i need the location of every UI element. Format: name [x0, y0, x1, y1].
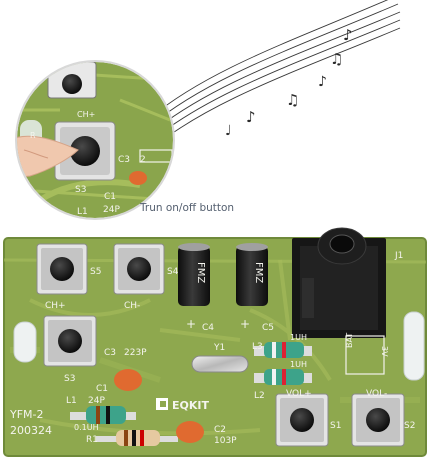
- label-l3-value: 1UH: [290, 333, 307, 342]
- label-c4-plus: +: [186, 317, 196, 331]
- svg-text:♪: ♪: [318, 74, 327, 90]
- label-l1-value: 0.1UH: [74, 423, 99, 432]
- led-right: [403, 311, 425, 381]
- ceramic-capacitor-c1: [114, 369, 142, 391]
- zoom-c1-value: 24P: [103, 205, 120, 215]
- capacitor-c5: FMZ: [236, 243, 268, 306]
- zoom-c1-label: C1: [104, 192, 116, 202]
- eqkit-logo-icon: [156, 398, 168, 410]
- zoom-inset: CH+ S3 C3 2 C1 24P L1 R: [15, 60, 175, 220]
- caption-text: Trun on/off button: [140, 202, 235, 214]
- label-s4: S4: [167, 267, 179, 277]
- label-vol-minus: VOL-: [366, 389, 387, 399]
- capacitor-c5-print: FMZ: [253, 262, 264, 283]
- label-c2: C2: [214, 425, 226, 435]
- label-c5-plus: +: [240, 317, 250, 331]
- capacitor-c4: FMZ: [178, 243, 210, 306]
- label-bat: BAT: [345, 333, 354, 348]
- button-s5-ch-plus: [36, 243, 88, 295]
- label-vol-plus: VOL+: [286, 389, 312, 399]
- zoom-c3-value: 2: [140, 155, 146, 165]
- label-l2-value: 1UH: [290, 360, 307, 369]
- svg-text:♫: ♫: [286, 91, 299, 109]
- label-l1: L1: [66, 396, 77, 406]
- zoom-led-label: R: [30, 131, 36, 140]
- label-s1: S1: [330, 421, 341, 431]
- zoom-s3-label: S3: [75, 185, 86, 195]
- inductor-l2: [254, 369, 312, 385]
- headphone-jack-j1: [292, 227, 386, 338]
- label-bat-voltage: 3V: [380, 346, 389, 357]
- inductor-l1: [70, 406, 136, 424]
- label-s2: S2: [404, 421, 415, 431]
- crystal-y1: [191, 355, 249, 373]
- capacitor-c4-print: FMZ: [195, 262, 206, 283]
- zoom-l1-label: L1: [77, 207, 88, 217]
- label-s5: S5: [90, 267, 101, 277]
- button-s4-ch-minus: [113, 243, 165, 295]
- model-label: YFM-2: [9, 408, 44, 421]
- label-y1: Y1: [213, 343, 225, 353]
- battery-pad-outline: [345, 335, 385, 375]
- button-s3-power: [43, 315, 97, 367]
- label-c3: C3: [104, 348, 116, 358]
- button-s1-vol-plus: [275, 393, 329, 447]
- svg-text:♪: ♪: [343, 26, 353, 44]
- brand-logo: EQKIT: [172, 399, 209, 412]
- zoom-c3-label: C3: [118, 155, 130, 165]
- led-left: [13, 321, 37, 363]
- zoom-ch-plus-label: CH+: [77, 110, 95, 119]
- label-c1-value: 24P: [88, 396, 105, 406]
- label-c3-value: 223P: [124, 348, 147, 358]
- label-l2: L2: [254, 391, 265, 401]
- label-s3: S3: [64, 374, 75, 384]
- label-l3: L3: [252, 342, 263, 352]
- button-s2-vol-minus: [351, 393, 405, 447]
- label-c5: C5: [262, 323, 274, 333]
- music-staff-decoration: [149, 0, 401, 151]
- date-code-label: 200324: [10, 424, 52, 437]
- label-ch-plus: CH+: [45, 301, 66, 311]
- music-notes-icon: 𝄞 ♩ ♪ ♫ ♪ ♫ ♪: [158, 26, 353, 165]
- ceramic-capacitor-c2: [176, 421, 204, 443]
- label-ch-minus: CH-: [124, 301, 140, 311]
- resistor-r1: [96, 430, 178, 446]
- svg-text:♫: ♫: [330, 50, 343, 68]
- inductor-l3: [254, 342, 312, 358]
- label-c4: C4: [202, 323, 214, 333]
- label-c2-value: 103P: [214, 436, 237, 446]
- label-j1: J1: [394, 251, 403, 261]
- label-r1: R1: [86, 435, 98, 445]
- svg-text:♩: ♩: [225, 123, 232, 139]
- label-c1: C1: [96, 384, 108, 394]
- svg-text:♪: ♪: [246, 108, 256, 126]
